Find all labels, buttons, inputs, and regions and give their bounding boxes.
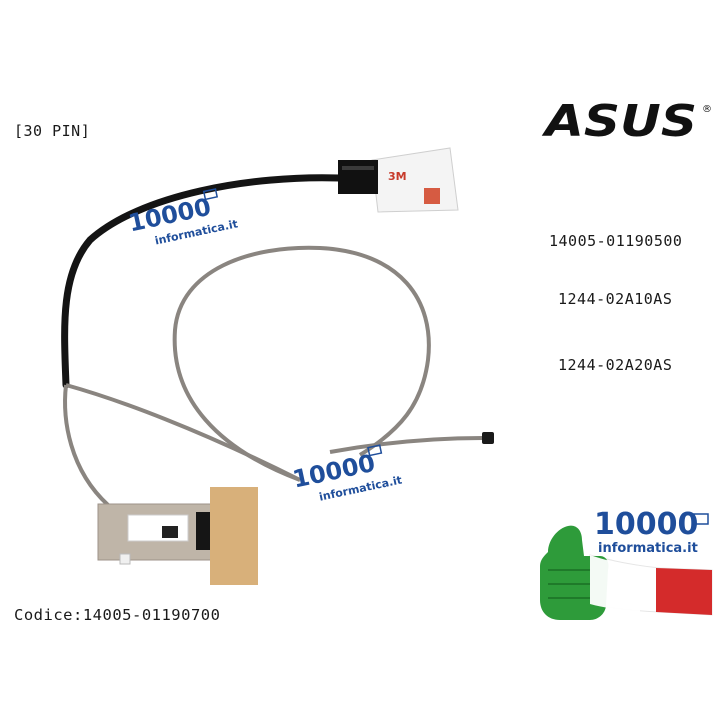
bottom-connector: [97, 487, 258, 585]
thumbs-up-flag: [540, 525, 713, 620]
tape-3m-label: 3M: [388, 170, 407, 183]
part-number-2: 1244-02A10AS: [558, 290, 673, 308]
top-connector: 3M: [338, 147, 459, 213]
laptop-icon: [202, 188, 219, 201]
black-cable: [61, 174, 344, 389]
asus-logo: ASUS ®: [542, 96, 712, 147]
grey-cable-loop: [172, 245, 431, 482]
brand-block: 10000 informatica.it: [594, 507, 709, 556]
part-number-1: 14005-01190500: [549, 232, 683, 250]
pin-count-label: [30 PIN]: [14, 122, 91, 140]
laptop-icon: [693, 513, 709, 525]
brand-number: 10000: [594, 507, 698, 542]
grey-cable-tail: [329, 436, 484, 454]
asus-logo-text: ASUS: [542, 96, 697, 147]
small-connector: [482, 432, 494, 444]
grey-cable-lower: [63, 384, 110, 507]
codice-label: Codice:14005-01190700: [14, 606, 221, 624]
brand-domain: informatica.it: [598, 541, 698, 556]
watermark-middle: 10000 informatica.it: [290, 444, 403, 504]
registered-mark: ®: [702, 104, 712, 115]
laptop-icon: [367, 444, 383, 457]
part-number-3: 1244-02A20AS: [558, 356, 673, 374]
